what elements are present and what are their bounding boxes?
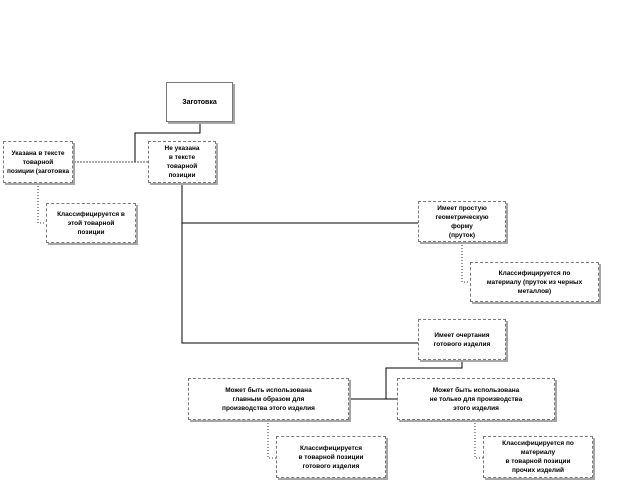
node-classified-finished-article: Классифицируется в товарной позиции гото… xyxy=(276,436,386,478)
connector-multi-material2 xyxy=(474,420,483,459)
node-finished-article-outline: Имеет очертания готового изделия xyxy=(418,319,506,360)
node-classified-this-position: Классифицируется в этой товарной позиции xyxy=(46,203,136,243)
node-simple-geometric-shape: Имеет простую геометрическую форму (прут… xyxy=(418,201,506,242)
node-mainly-for-this-article: Может быть использована главным образом … xyxy=(188,378,349,420)
connector-single-finished xyxy=(267,420,276,459)
node-classified-by-material: Классифицируется по материалу (пруток из… xyxy=(470,262,599,302)
connector-specified-classified xyxy=(37,183,46,224)
connector-root-branch xyxy=(134,122,201,162)
connector-material xyxy=(461,242,470,283)
node-root: Заготовка xyxy=(166,82,233,122)
node-classified-material-other: Классифицируется по материалу в товарной… xyxy=(483,436,593,478)
node-not-only-for-this-article: Может быть использована не только для пр… xyxy=(397,378,555,420)
connector-trunk xyxy=(181,183,418,344)
node-specified-in-text: Указана в тексте товарной позиции (загот… xyxy=(3,141,73,183)
node-not-specified-in-text: Не указана в тексте товарной позиции xyxy=(148,141,216,183)
